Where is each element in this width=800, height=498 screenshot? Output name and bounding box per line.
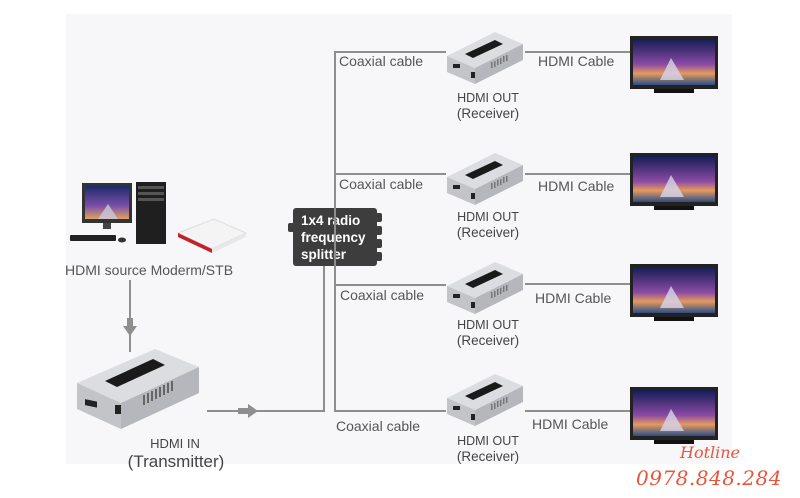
receiver-device-icon [445,258,523,314]
splitter-label-line3: splitter [301,247,347,262]
receiver-label-4-line2: (Receiver) [456,449,520,464]
receiver-label-4-line1: HDMI OUT [457,434,519,448]
tv-display-icon [630,387,718,447]
receiver-label-1-line2: (Receiver) [456,106,520,121]
coax-trunk-line [334,51,336,411]
tv-display-icon [630,264,718,324]
coax-label-4: Coaxial cable [336,418,421,434]
receiver-label-2-line2: (Receiver) [456,225,520,240]
receiver-device-icon [445,28,523,84]
splitter-input-vertical-line [323,266,325,412]
tv-display-icon [630,153,718,213]
coax-line-4 [334,410,446,412]
coax-label-1: Coaxial cable [339,53,424,69]
splitter-top-connector-line [334,195,336,209]
splitter-output-port [376,239,382,248]
receiver-device-icon [445,370,523,426]
hdmi-label-4: HDMI Cable [532,416,609,432]
transmitter-label-line2: (Transmitter) [127,452,225,471]
splitter-output-port [376,226,382,235]
hotline-phone-number: 0978.848.284 [636,466,782,490]
coax-line-1 [334,51,446,53]
hdmi-line-2 [525,173,633,175]
down-arrow-icon [123,318,137,336]
transmitter-label-line1: HDMI IN [150,436,200,451]
hdmi-line-4 [525,410,633,412]
transmitter-device-icon [75,345,201,431]
source-label: HDMI source Moderm/STB [65,262,234,278]
splitter-input-port [288,223,294,232]
splitter-output-port [376,252,382,261]
desktop-computer-icon [68,180,172,250]
coax-label-2: Coaxial cable [339,176,424,192]
transmitter-to-splitter-line [207,410,325,412]
coax-line-3 [334,284,446,286]
splitter-label-line1: 1x4 radio [301,213,361,228]
tv-display-icon [630,36,718,96]
hdmi-label-2: HDMI Cable [538,178,615,194]
hotline-watermark-title: Hotline [680,443,741,462]
coax-line-2 [334,173,446,175]
set-top-box-icon [174,215,250,253]
receiver-label-3-line2: (Receiver) [456,333,520,348]
source-to-transmitter-line [129,280,131,352]
hdmi-line-1 [525,51,633,53]
splitter-label-line2: frequency [301,229,377,246]
hdmi-label-1: HDMI Cable [538,53,615,69]
splitter-output-port [376,213,382,222]
receiver-label-2-line1: HDMI OUT [457,210,519,224]
hdmi-line-3 [525,283,633,285]
coax-label-3: Coaxial cable [340,287,425,303]
receiver-label-3-line1: HDMI OUT [457,318,519,332]
receiver-label-1-line1: HDMI OUT [457,91,519,105]
right-arrow-icon [238,404,258,418]
hdmi-label-3: HDMI Cable [535,290,612,306]
receiver-device-icon [445,149,523,205]
